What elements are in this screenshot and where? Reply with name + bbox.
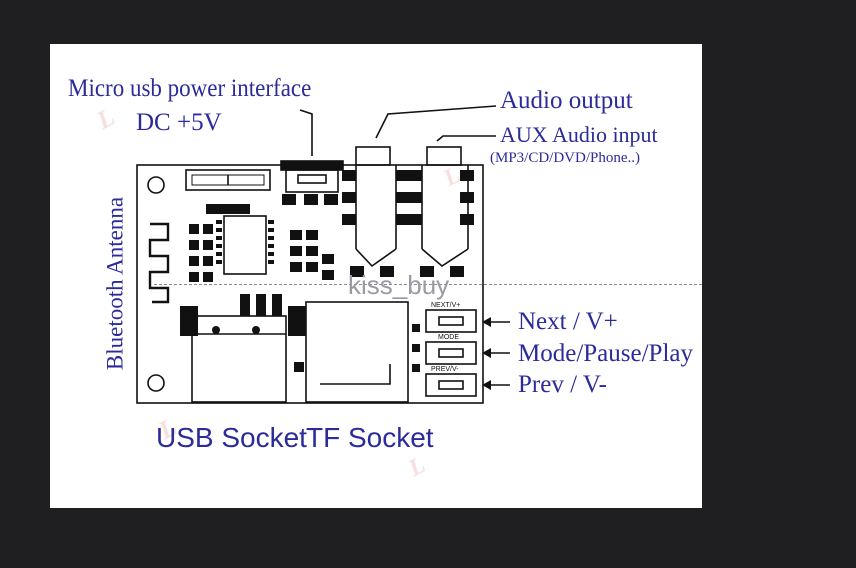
prev-silkscreen: PREV/V-: [431, 366, 459, 373]
mode-button-body: [425, 341, 477, 365]
main-chip: [223, 215, 267, 275]
bluetooth-antenna-trace: [148, 222, 170, 304]
mode-silkscreen: MODE: [438, 334, 459, 341]
label-next: Next / V+: [518, 308, 618, 335]
board-drawing: NEXT/V+ MODE PREV/V-: [136, 105, 510, 404]
label-aux-devices: (MP3/CD/DVD/Phone..): [490, 150, 641, 166]
label-prev: Prev / V-: [518, 371, 607, 398]
prev-button-body: [425, 373, 477, 397]
label-aux-input: AUX Audio input: [500, 122, 658, 147]
label-micro-usb-line2: DC +5V: [136, 109, 222, 136]
header-connector: [185, 169, 271, 191]
label-tf-socket: TF Socket: [306, 422, 434, 453]
micro-usb-connector: [280, 160, 344, 171]
mounting-hole: [147, 176, 165, 194]
watermark-text: kiss_buy: [348, 270, 450, 300]
tf-socket: [305, 301, 409, 403]
label-usb-socket: USB Socket: [156, 422, 307, 453]
aux-input-jack: [426, 146, 462, 166]
diagram-canvas: L L L L: [50, 44, 702, 508]
usb-socket: [191, 315, 287, 403]
mounting-hole: [147, 374, 165, 392]
label-audio-output: Audio output: [500, 87, 633, 114]
audio-output-jack: [355, 146, 391, 166]
label-mode: Mode/Pause/Play: [518, 340, 693, 367]
label-micro-usb-line1: Micro usb power interface: [68, 75, 312, 102]
label-bluetooth-antenna: Bluetooth Antenna: [102, 196, 128, 371]
watermark-dash-line: [154, 284, 702, 285]
leader-micro-usb: [299, 109, 313, 156]
leader-aux-input: [436, 135, 496, 142]
leader-audio-output: [375, 105, 497, 139]
next-silkscreen: NEXT/V+: [431, 302, 460, 309]
next-button-body: [425, 309, 477, 333]
